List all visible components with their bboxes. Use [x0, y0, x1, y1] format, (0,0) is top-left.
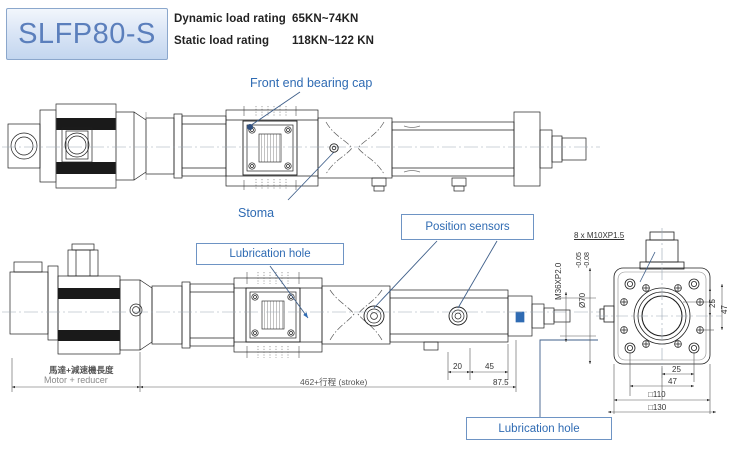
dynamic-load-rating-label: Dynamic load rating [174, 13, 286, 25]
dimension-bottom-25: 25 [672, 365, 681, 374]
dimension-square-110: □110 [648, 390, 666, 399]
dimension-tolerance-upper: -0.05 [576, 252, 583, 268]
upper-section-view [2, 103, 600, 192]
callout-position-sensors[interactable]: Position sensors [401, 214, 534, 240]
dimension-stroke: 462+行程 (stroke) [300, 377, 368, 387]
stoma-marker [247, 124, 339, 153]
dimension-lines [11, 340, 517, 392]
dimension-20: 20 [453, 362, 462, 371]
leader-front-end-bearing-cap [249, 91, 301, 127]
static-load-rating-label: Static load rating [174, 35, 270, 47]
leader-lubrication-hole-bottom [539, 339, 598, 417]
leader-position-sensor-1 [373, 240, 438, 309]
annotation-stoma: Stoma [238, 206, 275, 220]
static-load-rating-value: 118KN~122 KN [292, 35, 375, 47]
callout-lubrication-hole-top[interactable]: Lubrication hole [196, 243, 344, 265]
lower-leaders [269, 240, 598, 417]
dimension-87-5: 87.5 [493, 378, 509, 387]
dimension-thread-rod: M36XP2.0 [554, 262, 563, 300]
dimension-bottom-47: 47 [668, 377, 677, 386]
dimension-45: 45 [485, 362, 494, 371]
right-view-dimensions [560, 251, 724, 414]
dimension-diameter-70: Ø70 [578, 292, 587, 308]
annotation-front-end-bearing-cap: Front end bearing cap [250, 76, 373, 90]
upper-leaders [249, 91, 335, 201]
callout-position-sensors-label: Position sensors [425, 221, 510, 233]
dimension-right-25: 25 [708, 299, 717, 308]
leader-lubrication-hole-top [269, 265, 309, 319]
leader-position-sensor-2 [457, 240, 498, 309]
dimension-motor-reducer-en: Motor + reducer [44, 375, 108, 385]
dimension-square-130: □130 [648, 403, 667, 412]
model-badge: SLFP80-S [6, 8, 168, 60]
callout-lubrication-hole-top-label: Lubrication hole [229, 248, 311, 260]
dynamic-load-rating-value: 65KN~74KN [292, 13, 359, 25]
dimension-motor-reducer-cn: 馬達+減速機長度 [49, 365, 114, 375]
dimension-tolerance-lower: -0.08 [584, 252, 591, 268]
lower-elevation-view [2, 243, 600, 358]
dimension-bolt-pattern: 8 x M10XP1.5 [574, 231, 625, 240]
static-load-rating: Static load rating 118KN~122 KN [174, 35, 374, 47]
dimension-right-47: 47 [720, 305, 729, 314]
right-front-view [596, 228, 722, 378]
leader-stoma [287, 151, 335, 201]
callout-lubrication-hole-bottom-label: Lubrication hole [498, 422, 580, 435]
callout-lubrication-hole-bottom[interactable]: Lubrication hole [466, 417, 612, 440]
dynamic-load-rating: Dynamic load rating 65KN~74KN [174, 13, 358, 25]
model-name: SLFP80-S [18, 17, 156, 50]
